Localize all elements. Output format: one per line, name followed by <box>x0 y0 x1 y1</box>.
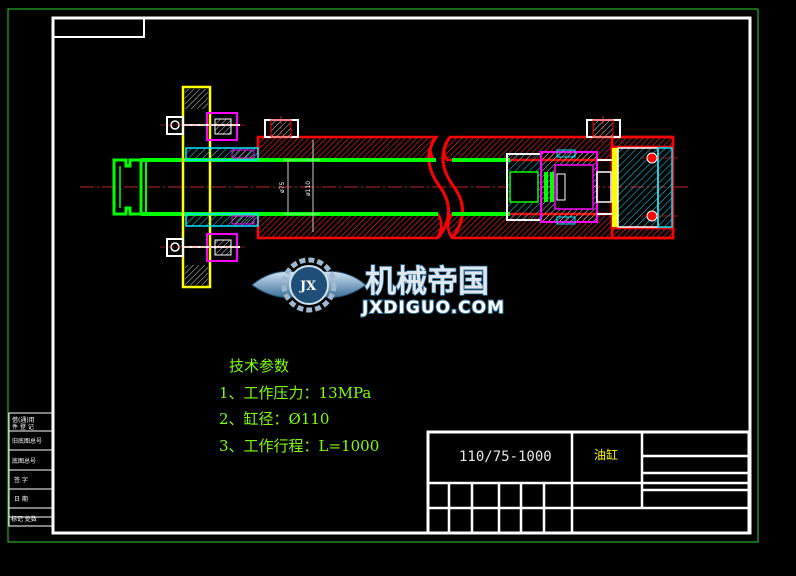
barrel-bottom-wall-left <box>256 212 443 240</box>
notes-item-2: 2、缸径：Ø110 <box>219 410 329 428</box>
flange-hatch-bottom <box>185 265 208 285</box>
title-block-model: 110/75-1000 <box>459 449 552 465</box>
logo-site-name: JXDIGUO.COM <box>361 298 505 318</box>
end-cap-pin-top <box>640 152 678 164</box>
side-label-1: 件 登 记 <box>12 423 34 431</box>
end-cap-pin-bottom <box>640 210 678 222</box>
end-cap-thread <box>657 147 673 228</box>
bolt-bottom <box>160 238 245 257</box>
rod-diameter-label: ø75 <box>279 182 286 193</box>
dimension-markers: ø75 ø110 <box>279 140 320 232</box>
end-cap-plate <box>612 148 618 227</box>
outer-sheet-border <box>7 8 759 543</box>
code-box <box>53 18 145 38</box>
front-flange <box>181 85 212 289</box>
notes-heading: 技术参数 <box>229 357 289 375</box>
rod-end-eye <box>112 158 143 216</box>
side-registration-table: 借(通)用 件 登 记 旧底图总号 底图总号 签 字 日 期 标记 处数 <box>8 412 54 527</box>
oil-port-right <box>586 116 621 142</box>
title-block-part-name: 油缸 <box>594 447 618 462</box>
notes-item-1: 1、工作压力：13MPa <box>219 384 371 402</box>
bore-diameter-label: ø110 <box>305 181 312 196</box>
break-line-left <box>427 136 450 239</box>
logo-gear <box>281 257 337 313</box>
break-line-right <box>441 136 464 239</box>
side-label-2: 旧底图总号 <box>12 437 42 445</box>
side-label-4: 签 字 <box>14 476 28 484</box>
logo-chinese-name: 机械帝国 <box>365 264 489 300</box>
drawing-frame <box>51 16 752 535</box>
barrel-bottom-wall-right <box>446 212 675 240</box>
side-label-0: 借(通)用 <box>12 416 35 424</box>
seal-ring-bottom <box>231 215 255 225</box>
bolt-top <box>160 116 245 135</box>
hydraulic-cylinder-section: ø75 ø110 <box>112 85 678 289</box>
side-label-3: 底图总号 <box>12 457 36 465</box>
technical-notes: 技术参数 1、工作压力：13MPa 2、缸径：Ø110 3、工作行程：L=100… <box>219 357 379 455</box>
seal-ring-top <box>231 149 255 159</box>
title-block: 110/75-1000 油缸 <box>426 430 751 535</box>
logo-badge-text: JX <box>299 279 317 294</box>
piston-seal-green-1 <box>544 172 548 202</box>
seal-housing-top <box>206 112 238 141</box>
piston-rod-right <box>452 158 510 216</box>
flange-hatch-top <box>185 89 208 109</box>
notes-item-3: 3、工作行程：L=1000 <box>219 437 379 455</box>
barrel-top-wall-left <box>256 135 439 162</box>
oil-port-left <box>264 116 299 142</box>
side-label-5: 日 期 <box>14 495 28 503</box>
piston-seal-green-2 <box>550 172 554 202</box>
watermark-logo: JX 机械帝国 JXDIGUO.COM <box>251 257 505 319</box>
logo-gear-inner <box>289 265 329 305</box>
side-label-6: 标记 处数 <box>11 515 37 523</box>
